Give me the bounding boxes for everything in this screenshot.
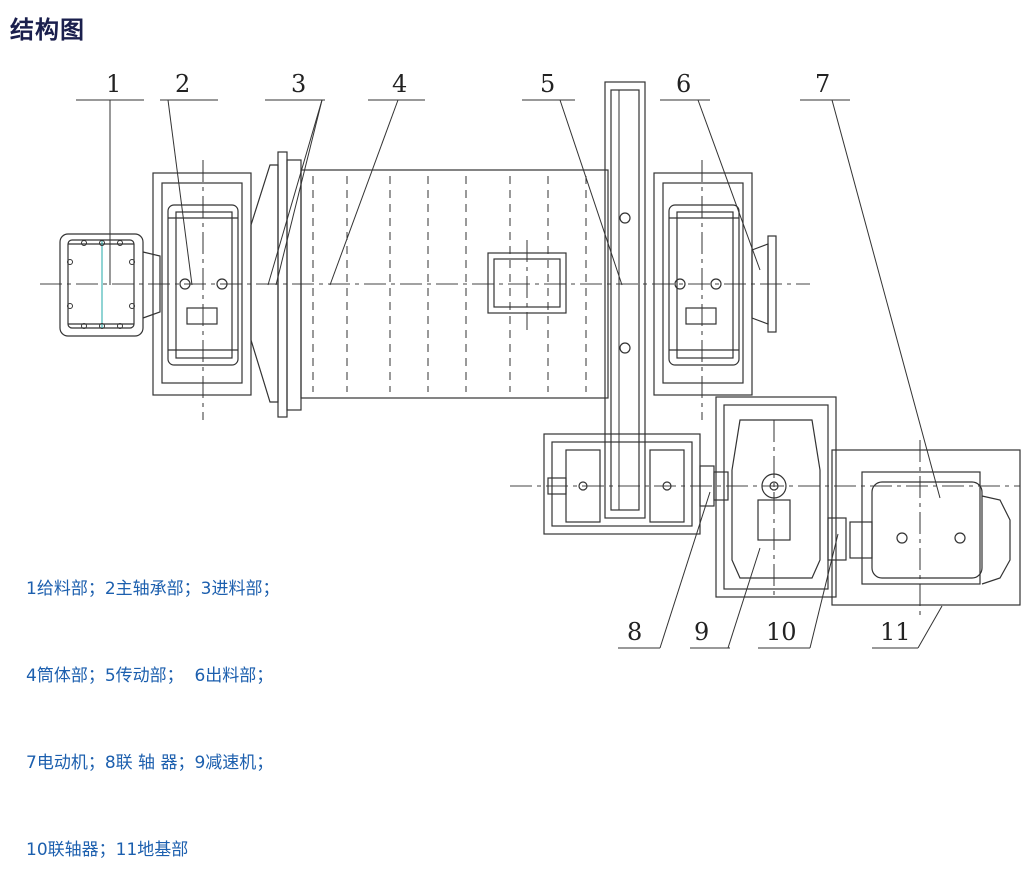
- leader-lines: [76, 99, 943, 649]
- legend-line: 4筒体部；5传动部； 6出料部；: [26, 666, 274, 686]
- callout-1: 1: [106, 70, 121, 98]
- legend-line: 10联轴器；11地基部: [26, 840, 189, 860]
- legend-line: 7电动机；8联 轴 器；9减速机；: [26, 753, 274, 773]
- leader-line: [559, 99, 623, 286]
- callout-8: 8: [627, 618, 642, 646]
- feeder: [59, 233, 161, 337]
- callout-6: 6: [676, 70, 691, 98]
- mill-shell: [300, 169, 609, 399]
- leader-line: [659, 491, 711, 649]
- callout-labels: 1 2 3 4 5 6 7 8 9 10 11: [106, 70, 911, 646]
- leader-line: [917, 605, 943, 649]
- callout-10: 10: [766, 618, 797, 646]
- callout-3: 3: [291, 70, 306, 98]
- leader-line: [267, 99, 323, 286]
- motor: [831, 440, 1021, 620]
- reducer: [715, 396, 847, 600]
- leader-line: [167, 99, 193, 286]
- leader-line: [809, 533, 839, 649]
- legend-line: 1给料部；2主轴承部；3进料部；: [26, 579, 280, 599]
- girth-gear: [604, 81, 646, 519]
- leader-line: [697, 99, 761, 271]
- callout-4: 4: [392, 70, 407, 98]
- main-bearing-left: [152, 160, 252, 420]
- callout-9: 9: [694, 618, 709, 646]
- leader-line: [727, 547, 761, 649]
- discharge-trommel: [751, 235, 777, 333]
- callout-5: 5: [540, 70, 555, 98]
- ball-mill-structure-diagram: 1 2 3 4 5 6 7 8 9 10 11: [40, 70, 1021, 649]
- leader-line: [831, 99, 941, 499]
- leader-line: [329, 99, 399, 286]
- callout-7: 7: [815, 70, 830, 98]
- parts-legend: 1给料部；2主轴承部；3进料部； 4筒体部；5传动部； 6出料部； 7电动机；8…: [26, 517, 279, 894]
- leader-line: [275, 99, 323, 286]
- main-bearing-right: [653, 160, 753, 420]
- page-title: 结构图: [10, 16, 85, 44]
- callout-11: 11: [880, 618, 911, 646]
- pinion-shaft-assembly: [543, 433, 729, 535]
- callout-2: 2: [175, 70, 190, 98]
